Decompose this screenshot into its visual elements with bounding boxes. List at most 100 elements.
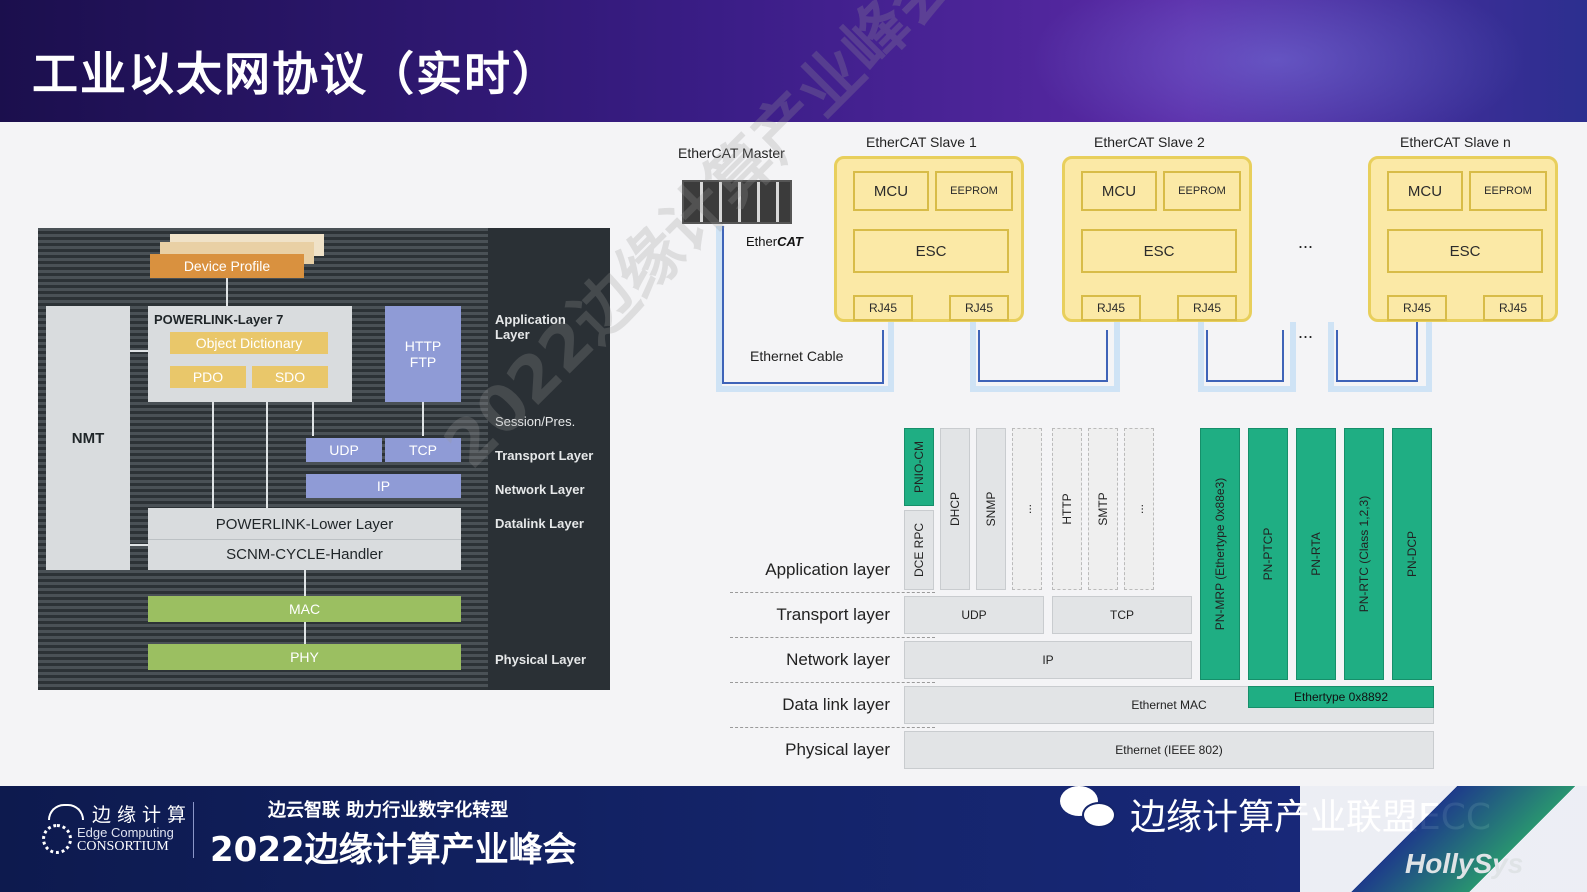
hollysys-logo-mark [1300, 786, 1587, 892]
http-box: HTTP [1052, 428, 1082, 590]
layer-physical: Physical Layer [495, 652, 587, 667]
layer-transport: Transport Layer [495, 448, 594, 463]
connector [304, 622, 306, 644]
logo-en-2: CONSORTIUM [77, 839, 169, 854]
slave-n-mcu: MCU [1387, 171, 1463, 211]
cable-line [1336, 380, 1418, 382]
cable-line [1106, 330, 1108, 382]
divider [730, 682, 935, 683]
nmt-label: NMT [71, 429, 105, 447]
cable-line [882, 330, 884, 384]
sdo-label: SDO [274, 369, 306, 385]
ethercat-logo-ether: Ether [746, 234, 778, 249]
cable-path-n [1328, 322, 1432, 392]
page-title: 工业以太网协议（实时） [32, 47, 560, 101]
http-label: HTTP [404, 338, 442, 354]
slave-2-title: EtherCAT Slave 2 [1094, 134, 1205, 150]
connector [304, 570, 306, 596]
sdo-box: SDO [252, 366, 328, 388]
slave-n-eeprom: EEPROM [1469, 171, 1547, 211]
pn-ptcp-label: PN-PTCP [1261, 527, 1275, 581]
slave-1-rj45-b: RJ45 [949, 295, 1009, 321]
cable-line [1416, 264, 1418, 382]
logo-cn: 边缘计算 [92, 804, 193, 826]
layer-application-1: Application [495, 312, 566, 327]
slave-1: MCU EEPROM ESC RJ45 RJ45 [834, 156, 1024, 322]
pn-ptcp-box: PN-PTCP [1248, 428, 1288, 680]
connector [212, 402, 214, 508]
dots-label: ... [1132, 503, 1146, 515]
layer-datalink-label: Data link layer [782, 695, 890, 714]
nmt-box: NMT [46, 306, 130, 570]
connector [130, 350, 148, 352]
wechat-icon [1060, 786, 1120, 834]
slave-1-mcu: MCU [853, 171, 929, 211]
cable-path-1-2 [970, 322, 1120, 392]
pnio-cm-box: PNIO-CM [904, 428, 934, 506]
ethernet-ieee-box: Ethernet (IEEE 802) [904, 731, 1434, 769]
slave-n-title: EtherCAT Slave n [1400, 134, 1511, 150]
layer-network-label: Network layer [786, 650, 890, 669]
cable-line [1336, 330, 1338, 382]
cable-line [1206, 380, 1284, 382]
smtp-box: SMTP [1088, 428, 1118, 590]
snmp-box: SNMP [976, 428, 1006, 590]
device-profile-box: Device Profile [150, 254, 304, 278]
slave-n-rj45-b: RJ45 [1483, 295, 1543, 321]
pn-rta-box: PN-RTA [1296, 428, 1336, 680]
cable-line [722, 382, 884, 384]
lower-layer-label: POWERLINK-Lower Layer [215, 516, 394, 533]
slave-1-title: EtherCAT Slave 1 [866, 134, 977, 150]
divider [193, 802, 194, 858]
pnio-cm-label: PNIO-CM [912, 441, 926, 493]
pn-rtc-box: PN-RTC (Class 1,2,3) [1344, 428, 1384, 680]
layer-network: Network Layer [495, 482, 585, 497]
lower-layer-box: POWERLINK-Lower Layer SCNM-CYCLE-Handler [148, 508, 461, 570]
phy-label: PHY [290, 649, 319, 665]
footer-banner: 边缘计算 Edge Computing CONSORTIUM 边云智联 助力行业… [0, 786, 1587, 892]
layer-application-label: Application layer [765, 560, 890, 579]
header-banner: 工业以太网协议（实时） [0, 0, 1587, 122]
cable-path-2-n [1198, 322, 1296, 392]
ip-box: IP [904, 641, 1192, 679]
udp-box: UDP [306, 438, 382, 462]
slave-2: MCU EEPROM ESC RJ45 RJ45 [1062, 156, 1252, 322]
summit-title: 2022边缘计算产业峰会 [210, 830, 577, 870]
dhcp-label: DHCP [948, 491, 962, 527]
ethercat-master-device [682, 180, 792, 224]
mac-label: MAC [288, 601, 321, 617]
ethernet-cable-label: Ethernet Cable [750, 348, 844, 364]
phy-box: PHY [148, 644, 461, 670]
tcp-box: TCP [1052, 596, 1192, 634]
cable-line [978, 330, 980, 382]
dce-rpc-box: DCE RPC [904, 510, 934, 590]
http-ftp-box: HTTP FTP [385, 306, 461, 402]
pn-mrp-label: PN-MRP (Ethertype 0x88e3) [1213, 477, 1227, 631]
tcp-box: TCP [385, 438, 461, 462]
slogan: 边云智联 助力行业数字化转型 [268, 800, 509, 821]
pdo-box: PDO [170, 366, 246, 388]
ip-box: IP [306, 474, 461, 498]
cloud-icon [48, 804, 84, 820]
slave-n-rj45-a: RJ45 [1387, 295, 1447, 321]
slave-1-rj45-a: RJ45 [853, 295, 913, 321]
pn-dcp-label: PN-DCP [1405, 530, 1419, 578]
pn-rtc-label: PN-RTC (Class 1,2,3) [1357, 495, 1371, 613]
layer-session: Session/Pres. [495, 414, 576, 429]
header-glow [1027, 0, 1527, 122]
layer-transport-label: Transport layer [776, 605, 890, 624]
layer-application-2: Layer [495, 327, 530, 342]
layer7-label: POWERLINK-Layer 7 [154, 312, 284, 327]
dce-rpc-label: DCE RPC [912, 522, 926, 578]
pdo-label: PDO [192, 369, 224, 385]
layer-physical-label: Physical layer [785, 740, 890, 759]
divider [730, 592, 935, 593]
pn-mrp-box: PN-MRP (Ethertype 0x88e3) [1200, 428, 1240, 680]
slave-n-esc: ESC [1387, 229, 1543, 273]
snmp-label: SNMP [984, 491, 998, 527]
hollysys-logo: HollySys [1405, 848, 1524, 879]
layer-application: Application Layer [495, 312, 566, 342]
slave-2-rj45-b: RJ45 [1177, 295, 1237, 321]
pn-dcp-box: PN-DCP [1392, 428, 1432, 680]
divider [148, 539, 461, 540]
